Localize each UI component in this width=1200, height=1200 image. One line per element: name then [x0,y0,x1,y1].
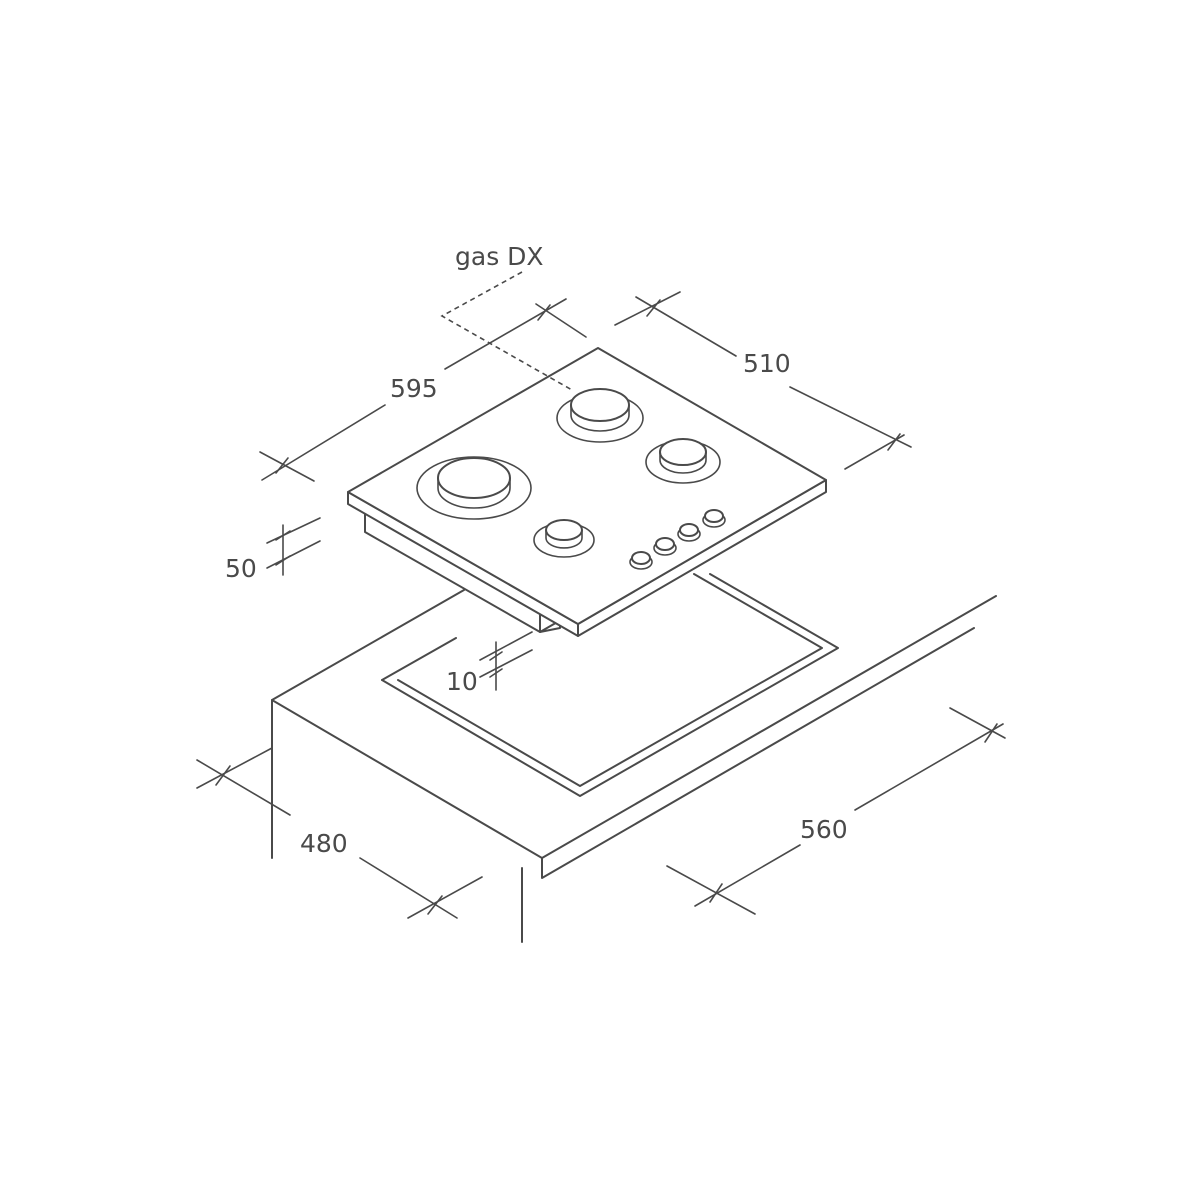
burner-large [416,456,532,520]
gas-connection: gas DX [440,242,573,391]
gas-hob [347,347,827,637]
knob-1-icon [629,551,653,570]
dimension-recess-label: 10 [446,667,478,696]
gas-connection-label: gas DX [455,242,544,271]
countertop-cutout [381,573,839,797]
burner-back [556,388,644,443]
dimension-depth-label: 510 [743,349,791,378]
dimension-depth: 510 [614,291,912,470]
dimension-cutout-width: 560 [666,707,1006,915]
dimension-width-label: 595 [390,374,438,403]
dimension-width: 595 [259,298,587,482]
countertop [271,589,997,943]
burner-right [645,438,721,484]
dimension-cutout-width-label: 560 [800,815,848,844]
dimension-cutout-depth-label: 480 [300,829,348,858]
hob-plate-top [347,347,827,625]
knob-3-icon [677,523,701,542]
gas-connection-line [440,271,573,391]
countertop-left-edge [271,589,543,859]
cutout-outline [381,573,839,797]
cutout-inner-edge [397,573,823,787]
cutout-back-edge [381,637,457,681]
dimension-height-label: 50 [225,554,257,583]
dimension-height: 50 [225,517,321,583]
knob-2-icon [653,537,677,556]
burner-small [533,519,595,558]
dimension-recess: 10 [446,631,533,696]
dimension-cutout-depth: 480 [196,747,483,919]
knob-4-icon [702,509,726,528]
countertop-front-edge [541,595,997,859]
countertop-front-face [541,627,975,879]
control-knobs [629,509,726,570]
